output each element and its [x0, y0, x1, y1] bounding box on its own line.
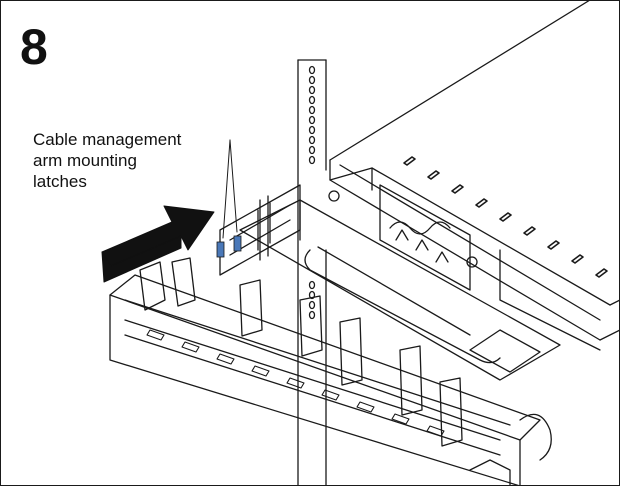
cable-management-arm: [109, 257, 552, 486]
latch-left: [216, 241, 225, 258]
rail-holes: [308, 65, 316, 320]
step-number: 8: [20, 19, 48, 75]
callout-label: Cable management arm mounting latches: [33, 129, 181, 192]
callout-line-2: arm mounting: [33, 151, 137, 170]
callout-line-1: Cable management: [33, 130, 182, 149]
insertion-arrow-depth: [101, 235, 182, 283]
slide-rail: [239, 195, 561, 381]
callout-line-3: latches: [33, 172, 87, 191]
rack-rail: [297, 59, 327, 486]
vent-slots: [403, 156, 608, 278]
server-chassis: [328, 0, 620, 351]
basket-slots: [146, 329, 445, 437]
callout-leaders: [222, 139, 238, 239]
latch-right: [233, 235, 242, 252]
